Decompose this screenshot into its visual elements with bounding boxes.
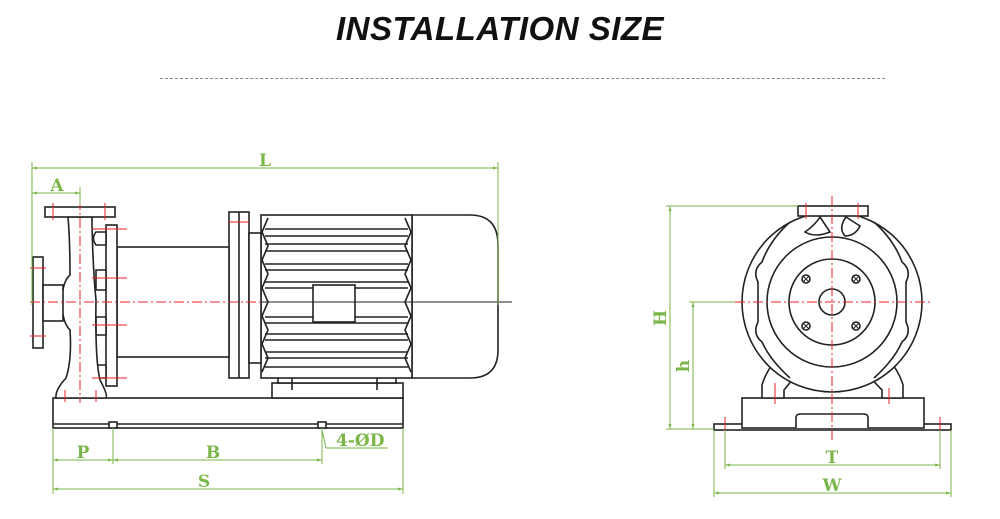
label-L: L [259,151,271,171]
front-view-pump [713,196,952,440]
side-view-pump [30,200,512,429]
suction-neck [42,284,64,322]
front-discharge-flange [797,205,869,217]
label-T: T [826,448,839,468]
page-title: INSTALLATION SIZE [335,10,665,47]
label-holes: 4-ØD [336,431,385,451]
label-H: H [651,310,671,326]
label-A: A [49,176,64,196]
label-S: S [198,472,210,492]
label-h: h [674,360,694,372]
fan-cover [411,214,499,379]
label-P: P [77,443,90,463]
bolt-marks [30,203,250,402]
anchor-hole-right [317,421,327,429]
anchor-hole-left [108,421,118,429]
title-divider [160,78,885,79]
label-B: B [206,443,220,463]
hub-bolts [801,274,861,331]
label-W: W [821,476,842,496]
motor-fins [261,217,412,373]
terminal-box [312,284,356,323]
pump-back-plate [105,224,118,387]
front-view-dimensions: H h T W [651,205,952,497]
side-view-dimensions: L A P B S 4-ØD [31,151,499,494]
holes-leader [321,429,388,449]
pump-casing [55,216,108,399]
